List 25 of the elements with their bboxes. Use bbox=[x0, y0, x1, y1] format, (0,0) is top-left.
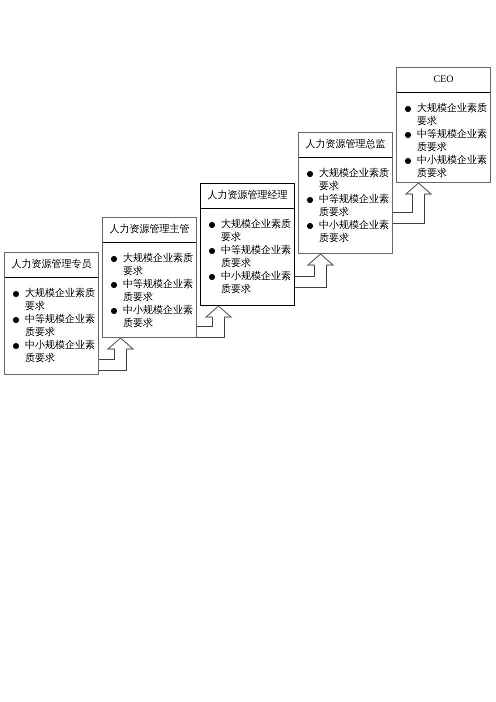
requirement-text: 中等规模企业素质要求 bbox=[123, 278, 194, 304]
requirement-text: 中小规模企业素质要求 bbox=[25, 339, 96, 365]
role-title: 人力资源管理经理 bbox=[201, 184, 294, 209]
role-title: 人力资源管理主管 bbox=[103, 218, 196, 243]
role-box bbox=[4, 252, 99, 375]
requirement-text: 中等规模企业素质要求 bbox=[417, 128, 488, 154]
requirement-text: 大规模企业素质要求 bbox=[417, 102, 488, 128]
requirement-text: 中等规模企业素质要求 bbox=[25, 313, 96, 339]
requirement-text: 中小规模企业素质要求 bbox=[319, 219, 390, 245]
requirement-text: 大规模企业素质要求 bbox=[25, 287, 96, 313]
requirement-text: 中等规模企业素质要求 bbox=[319, 193, 390, 219]
requirement-text: 中等规模企业素质要求 bbox=[221, 244, 292, 270]
role-title: CEO bbox=[397, 68, 490, 93]
requirement-text: 大规模企业素质要求 bbox=[123, 252, 194, 278]
requirement-text: 大规模企业素质要求 bbox=[319, 167, 390, 193]
role-title: 人力资源管理专员 bbox=[5, 253, 98, 278]
requirement-text: 中小规模企业素质要求 bbox=[123, 304, 194, 330]
requirement-text: 中小规模企业素质要求 bbox=[417, 154, 488, 180]
requirement-text: 中小规模企业素质要求 bbox=[221, 270, 292, 296]
role-box bbox=[200, 183, 295, 306]
role-box bbox=[102, 217, 197, 338]
role-box bbox=[396, 67, 491, 183]
role-box bbox=[298, 132, 393, 254]
role-title: 人力资源管理总监 bbox=[299, 133, 392, 158]
requirement-text: 大规模企业素质要求 bbox=[221, 218, 292, 244]
